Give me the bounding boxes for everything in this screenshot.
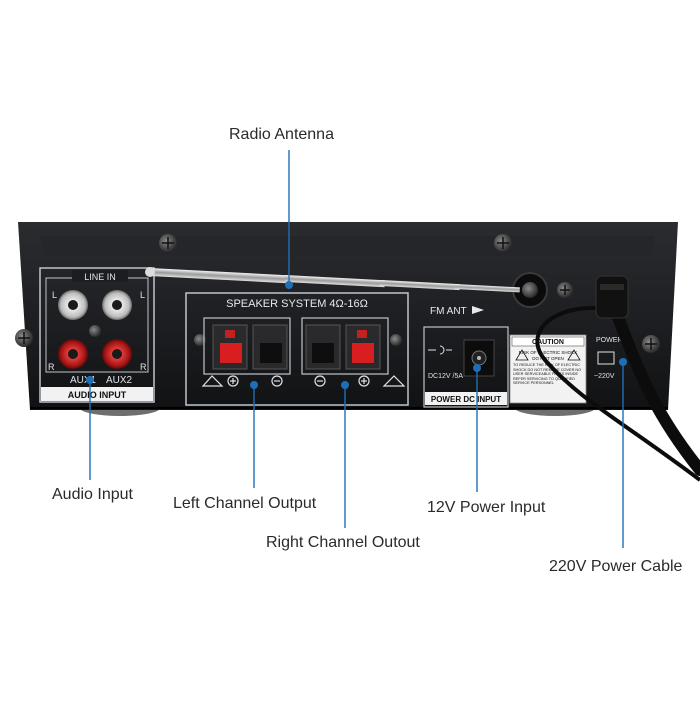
- caution-label: CAUTION RISK OF ELECTRIC SHOCK DO NOT OP…: [509, 334, 587, 404]
- right-marker-label-2: R: [140, 362, 147, 372]
- line-in-label: LINE IN: [84, 272, 116, 282]
- right-channel-callout: Right Channel Outout: [266, 534, 420, 551]
- right-marker-label: R: [48, 362, 55, 372]
- power-dc-input-label: POWER DC INPUT: [431, 395, 501, 404]
- power-socket: POWER ~220V: [594, 337, 622, 380]
- speaker-system-label: SPEAKER SYSTEM 4Ω-16Ω: [226, 298, 368, 310]
- left-negative-terminal[interactable]: [260, 343, 282, 363]
- caution-sub-1: RISK OF ELECTRIC SHOCK: [519, 350, 578, 355]
- voltage-label: ~220V: [594, 373, 615, 380]
- power-cable[interactable]: [535, 275, 700, 482]
- audio-input-callout: Audio Input: [52, 486, 133, 503]
- audio-input-label: AUDIO INPUT: [68, 390, 127, 400]
- power-cable-callout: 220V Power Cable: [549, 558, 683, 575]
- speaker-terminal-block: SPEAKER SYSTEM 4Ω-16Ω: [185, 292, 409, 406]
- right-negative-terminal[interactable]: [312, 343, 334, 363]
- radio-antenna-callout: Radio Antenna: [229, 126, 334, 143]
- aux2-label: AUX2: [106, 375, 133, 386]
- audio-input-block: LINE IN L L R R AUX1 AUX2 AUDIO INPUT: [39, 267, 155, 403]
- power-label: POWER: [596, 337, 622, 344]
- warning-triangle-icon: [515, 349, 529, 361]
- dc-rating-label: DC12V /5A: [428, 373, 463, 380]
- left-marker-label-2: L: [140, 290, 145, 300]
- screw-icon: [15, 234, 660, 353]
- fm-ant-label: FM ANT: [430, 306, 467, 317]
- right-positive-terminal[interactable]: [352, 343, 374, 363]
- caution-text: TO REDUCE THE RISK OF ELECTRIC SHOCK DO …: [513, 363, 582, 386]
- power-dc-input-block: DC12V /5A POWER DC INPUT: [423, 326, 509, 408]
- power-input-callout: 12V Power Input: [427, 499, 546, 516]
- left-positive-terminal[interactable]: [220, 343, 242, 363]
- left-marker-label: L: [52, 290, 57, 300]
- caution-title: CAUTION: [532, 339, 564, 346]
- arrow-right-icon: [472, 306, 484, 314]
- callout-leader-lines: [89, 150, 624, 548]
- callout-anchor-dots: [86, 281, 627, 389]
- aux1-label: AUX1: [70, 375, 97, 386]
- left-channel-callout: Left Channel Output: [173, 495, 317, 512]
- caution-sub-2: DO NOT OPEN: [532, 356, 563, 361]
- radio-antenna-rod[interactable]: [145, 267, 520, 293]
